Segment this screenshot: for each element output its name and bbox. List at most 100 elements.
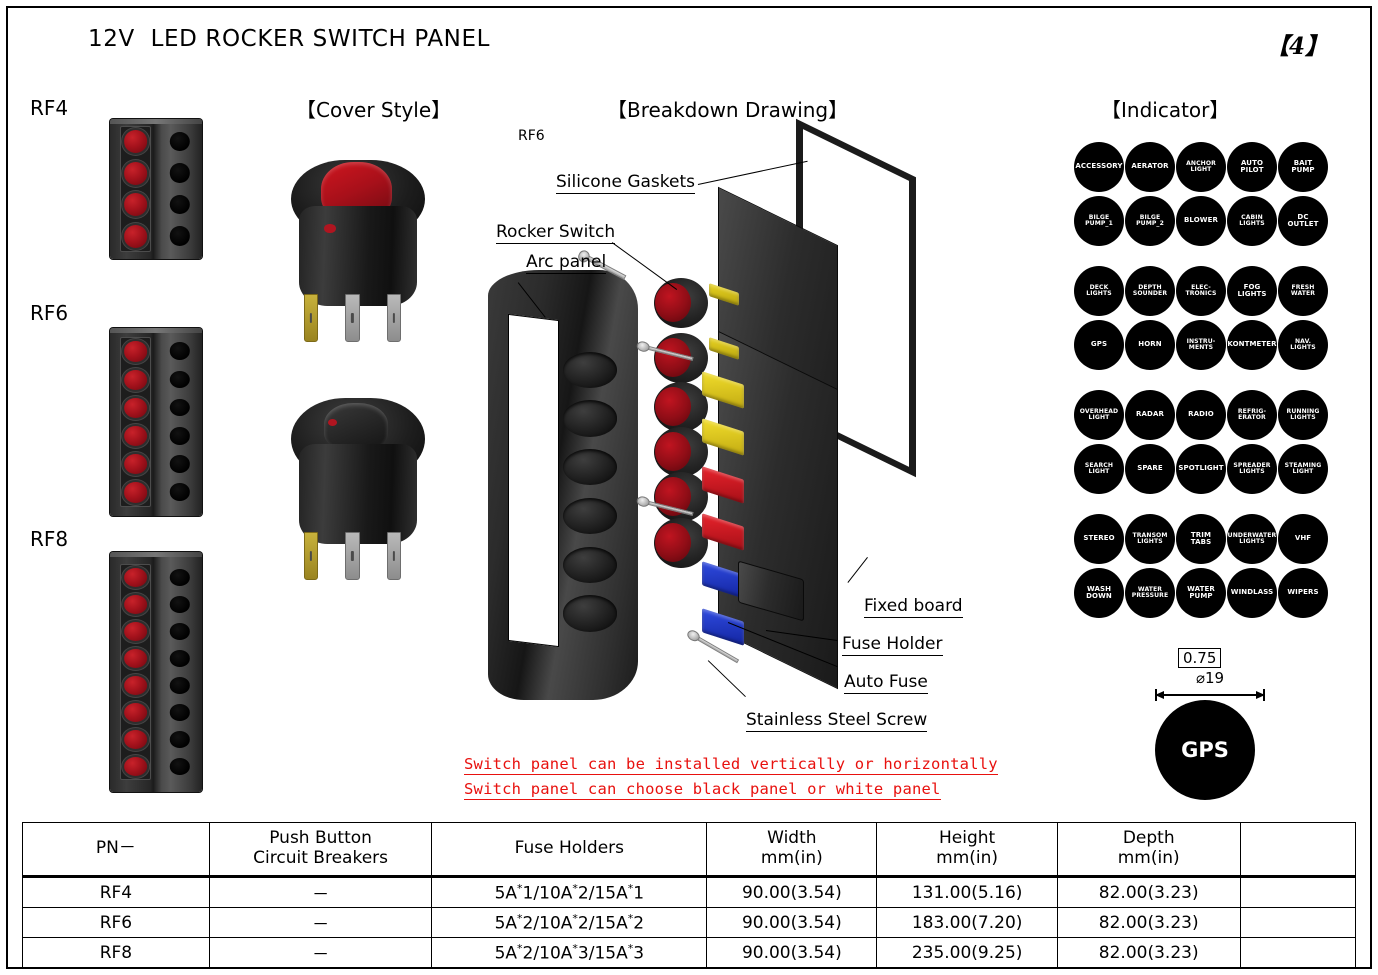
- panel-switch: [123, 130, 148, 154]
- indicator-badge[interactable]: REFRIG- ERATOR: [1227, 390, 1277, 440]
- panel-switch: [123, 397, 148, 419]
- spec-cell-blank: [1239, 937, 1357, 968]
- indicator-badge[interactable]: ANCHOR LIGHT: [1176, 142, 1226, 192]
- indicator-badge[interactable]: WATER PUMP: [1176, 568, 1226, 618]
- arc-panel-render: [488, 270, 638, 700]
- indicator-badge[interactable]: RADAR: [1125, 390, 1175, 440]
- indicator-badge[interactable]: NAV. LIGHTS: [1278, 320, 1328, 370]
- indicator-badge[interactable]: WATER PRESSURE: [1125, 568, 1175, 618]
- panel-switch-frame: [120, 337, 152, 507]
- indicator-badge[interactable]: FRESH WATER: [1278, 266, 1328, 316]
- indicator-badge[interactable]: WIPERS: [1278, 568, 1328, 618]
- panel-switch-led: [123, 454, 148, 475]
- indicator-badge[interactable]: DEPTH SOUNDER: [1125, 266, 1175, 316]
- panel-switch-led: [123, 621, 148, 642]
- callout-auto-fuse: Auto Fuse: [844, 672, 928, 694]
- arc-panel-cutout: [563, 595, 617, 632]
- spec-cell-width: 90.00(3.54): [706, 907, 878, 938]
- spec-cell-height: 235.00(9.25): [876, 937, 1058, 968]
- indicator-badge[interactable]: STEREO: [1074, 514, 1124, 564]
- callout-stainless-steel-screw: Stainless Steel Screw: [746, 710, 928, 732]
- indicator-badge[interactable]: ELEC- TRONICS: [1176, 266, 1226, 316]
- panel-thumbnail-rf4: [110, 119, 202, 259]
- indicator-badge[interactable]: GPS: [1074, 320, 1124, 370]
- dimension-arrow-right: [1256, 690, 1265, 699]
- indicator-badge[interactable]: BILGE PUMP_1: [1074, 196, 1124, 246]
- indicator-badge[interactable]: KONTMETER: [1227, 320, 1277, 370]
- page-title: 12V LED ROCKER SWITCH PANEL: [88, 26, 491, 52]
- panel-switch: [123, 193, 148, 217]
- exploded-rocker-switch-4: [654, 427, 708, 477]
- indicator-badge[interactable]: TRANSOM LIGHTS: [1125, 514, 1175, 564]
- indicator-badge[interactable]: HORN: [1125, 320, 1175, 370]
- leader-line-fixed-board: [847, 557, 869, 584]
- indicator-badge[interactable]: DECK LIGHTS: [1074, 266, 1124, 316]
- spec-cell-width: 90.00(3.54): [706, 937, 878, 968]
- exploded-rocker-switch-5: [654, 472, 708, 522]
- indicator-badge[interactable]: BLOWER: [1176, 196, 1226, 246]
- indicator-badge[interactable]: WASH DOWN: [1074, 568, 1124, 618]
- indicator-badge[interactable]: WINDLASS: [1227, 568, 1277, 618]
- panel-switch-led: [123, 729, 148, 750]
- switch-column-rf8: [120, 564, 152, 780]
- indicator-badge[interactable]: ACCESSORY: [1074, 142, 1124, 192]
- exploded-rocker-switch-6: [654, 518, 708, 568]
- indicator-badge[interactable]: STEAMING LIGHT: [1278, 444, 1328, 494]
- indicator-badge[interactable]: SPOTLIGHT: [1176, 444, 1226, 494]
- panel-hole: [169, 427, 191, 445]
- spec-cell-breakers: －: [208, 907, 433, 938]
- indicator-badge[interactable]: BILGE PUMP_2: [1125, 196, 1175, 246]
- indicator-badge[interactable]: UNDERWATER LIGHTS: [1227, 514, 1277, 564]
- indicator-badge[interactable]: INSTRU- MENTS: [1176, 320, 1226, 370]
- spec-cell-depth: 82.00(3.23): [1056, 876, 1241, 908]
- panel-switch-led: [123, 161, 148, 185]
- panel-switch: [123, 756, 148, 777]
- spec-cell-height: 131.00(5.16): [876, 876, 1058, 908]
- dimension-arrow-left: [1155, 690, 1164, 699]
- indicator-badge[interactable]: VHF: [1278, 514, 1328, 564]
- callout-fuse-holder: Fuse Holder: [842, 634, 943, 656]
- indicator-badge[interactable]: AERATOR: [1125, 142, 1175, 192]
- hole-column-rf6: [166, 337, 194, 506]
- page-border: [6, 6, 1372, 969]
- note-installation-orientation: Switch panel can be installed vertically…: [464, 755, 998, 775]
- indicator-badge[interactable]: BAIT PUMP: [1278, 142, 1328, 192]
- panel-switch-led: [123, 648, 148, 669]
- panel-switch-led: [123, 397, 148, 419]
- spec-cell-blank: [1239, 876, 1357, 908]
- spec-cell-breakers: －: [208, 937, 433, 968]
- exploded-rocker-switch-1: [654, 278, 708, 328]
- indicator-badge[interactable]: FOG LIGHTS: [1227, 266, 1277, 316]
- indicator-badge[interactable]: RUNNING LIGHTS: [1278, 390, 1328, 440]
- indicator-badge[interactable]: DC OUTLET: [1278, 196, 1328, 246]
- dimension-measure-line: [1155, 690, 1265, 700]
- spec-cell-height: 183.00(7.20): [876, 907, 1058, 938]
- panel-switch: [123, 702, 148, 723]
- panel-hole: [169, 757, 191, 775]
- callout-arc-panel: Arc panel: [526, 252, 607, 274]
- rocker-switch-render-black-cap: [278, 398, 438, 580]
- panel-hole: [169, 370, 191, 389]
- panel-thumbnail-rf6: [110, 328, 202, 516]
- indicator-badge[interactable]: CABIN LIGHTS: [1227, 196, 1277, 246]
- indicator-badge[interactable]: TRIM TABS: [1176, 514, 1226, 564]
- indicator-badge[interactable]: RADIO: [1176, 390, 1226, 440]
- panel-switch: [123, 621, 148, 642]
- panel-switch-led: [123, 702, 148, 723]
- indicator-badge[interactable]: SPREADER LIGHTS: [1227, 444, 1277, 494]
- arc-panel-cutout: [563, 546, 617, 583]
- indicator-badge[interactable]: SPARE: [1125, 444, 1175, 494]
- spec-cell-fuses: 5A*2/10A*2/15A*2: [431, 907, 708, 938]
- panel-label-rf4: RF4: [30, 96, 69, 120]
- panel-hole: [169, 226, 191, 246]
- breakdown-model-tag: RF6: [518, 128, 545, 144]
- callout-rocker-switch: Rocker Switch: [496, 222, 616, 244]
- indicator-badge[interactable]: SEARCH LIGHT: [1074, 444, 1124, 494]
- indicator-badge[interactable]: AUTO PILOT: [1227, 142, 1277, 192]
- spec-cell-fuses: 5A*1/10A*2/15A*1: [431, 876, 708, 908]
- indicator-badge[interactable]: OVERHEAD LIGHT: [1074, 390, 1124, 440]
